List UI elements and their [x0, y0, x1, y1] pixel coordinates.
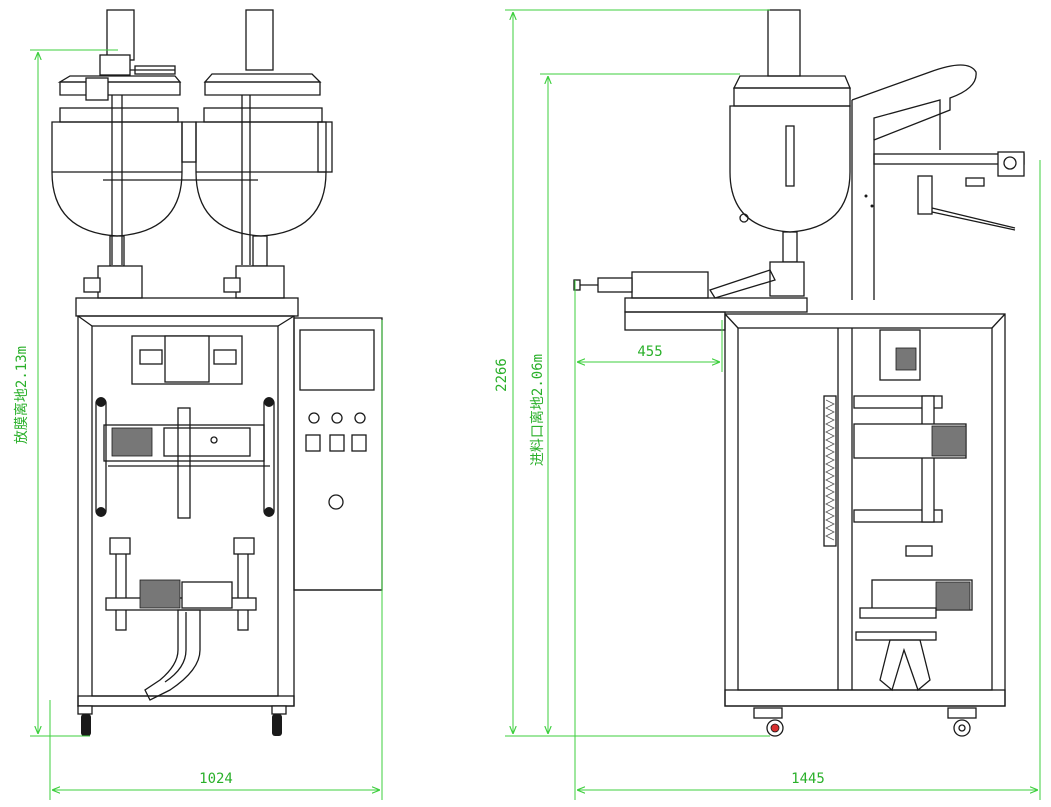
front-width-label: 1024	[199, 771, 233, 787]
front-discharge-chute	[144, 609, 201, 701]
side-cylinder	[631, 271, 709, 299]
side-discharge-chute	[879, 639, 931, 692]
front-control-screen	[299, 329, 375, 391]
front-left-lid	[59, 81, 181, 96]
front-view	[51, 9, 383, 736]
front-right-wheel	[272, 714, 282, 736]
front-right-pipe	[245, 9, 274, 71]
side-view	[573, 9, 1025, 737]
front-right-lid	[204, 81, 321, 96]
inlet-height-label: 进料口离地2.06m	[529, 354, 546, 466]
offset-label: 455	[637, 344, 662, 360]
front-emergency-stop	[328, 494, 344, 510]
front-control-panel	[293, 317, 383, 591]
film-height-label: 放膜离地2.13m	[13, 346, 30, 444]
front-left-wheel	[81, 714, 91, 736]
front-right-pump	[235, 265, 285, 299]
front-right-hopper	[195, 121, 327, 237]
side-feed-pipe	[767, 9, 801, 77]
side-right-wheel	[953, 719, 971, 737]
side-left-wheel	[766, 719, 784, 737]
side-pump	[769, 261, 805, 297]
front-left-pipe	[106, 9, 135, 61]
front-left-pump	[97, 265, 143, 299]
side-width-label: 1445	[791, 771, 825, 787]
side-hopper	[729, 105, 851, 233]
front-lower-motor	[139, 579, 181, 609]
total-height-label: 2266	[494, 358, 510, 392]
side-film-roller	[997, 151, 1025, 177]
side-support-arm	[851, 64, 977, 300]
side-dimensions: 1445 455 2266 进料口离地2.06m	[494, 9, 1041, 800]
front-dimensions: 1024 放膜离地2.13m	[13, 49, 383, 800]
front-lever-motor	[99, 54, 131, 76]
front-left-hopper	[51, 121, 183, 237]
